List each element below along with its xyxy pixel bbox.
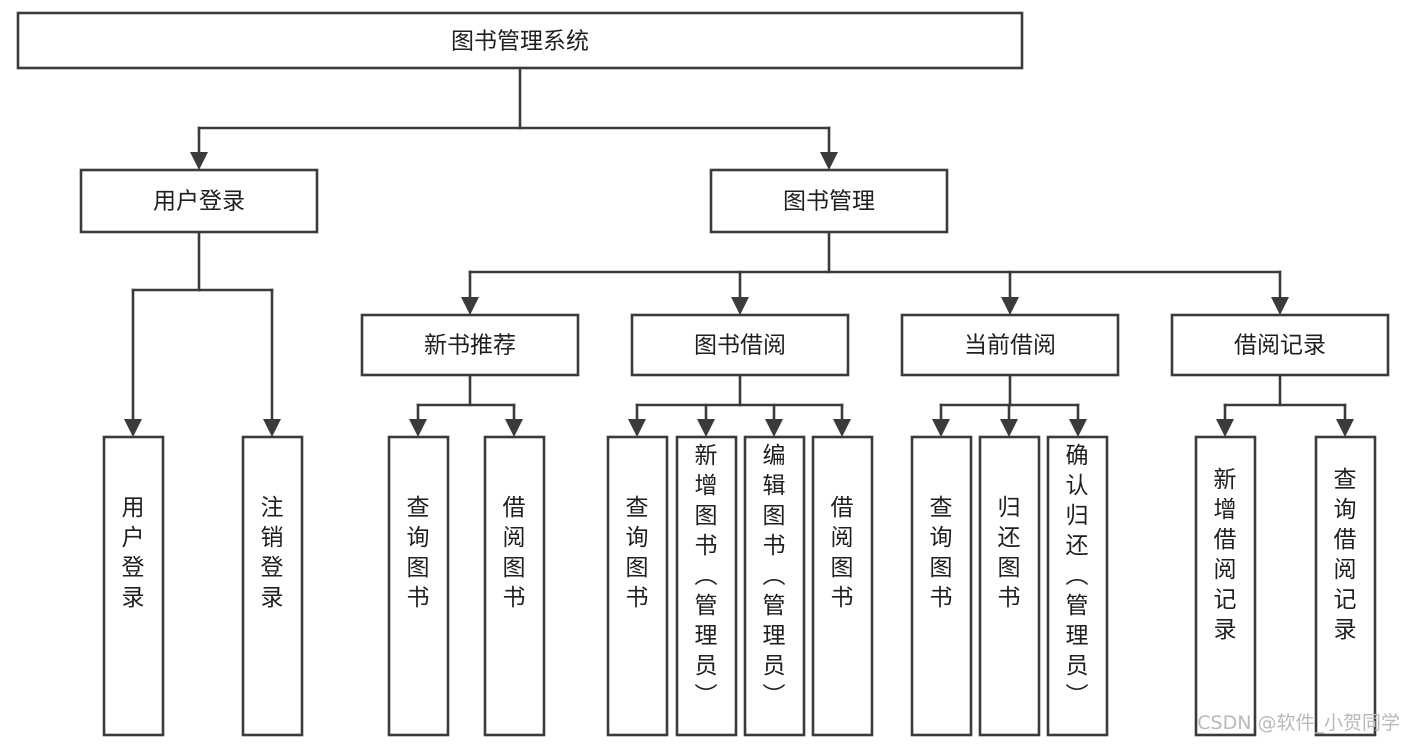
node-user-login-label: 用户登录 <box>153 189 245 215</box>
leaf-book-borrow-2-box[interactable] <box>675 435 738 737</box>
node-book-manage-label: 图书管理 <box>783 189 875 215</box>
node-book-borrow-box[interactable] <box>630 313 850 377</box>
leaf-current-borrow-2[interactable]: 归还图书 <box>978 435 1041 737</box>
arrowhead-book-borrow-leaf-1 <box>628 419 646 437</box>
leaf-current-borrow-1[interactable]: 查询图书 <box>910 435 973 737</box>
leaf-book-borrow-1-label: 查询图书 <box>626 495 649 611</box>
node-root-system[interactable]: 图书管理系统 <box>16 11 1024 70</box>
leaf-borrow-record-1-label: 新增借阅记录 <box>1214 467 1237 643</box>
leaf-new-book-1-box[interactable] <box>387 435 450 737</box>
connector-group-book-borrow <box>628 373 851 437</box>
node-user-login[interactable]: 用户登录 <box>79 168 319 234</box>
leaf-current-borrow-3-label: 确认归还︵管理员︶ <box>1066 443 1089 709</box>
connector-group-book-manage <box>461 230 1289 315</box>
node-book-borrow-label: 图书借阅 <box>694 333 786 359</box>
leaf-current-borrow-3[interactable]: 确认归还︵管理员︶ <box>1046 435 1109 737</box>
node-current-borrow-label: 当前借阅 <box>964 333 1056 359</box>
node-current-borrow-box[interactable] <box>900 313 1120 377</box>
arrowhead-book-manage <box>820 152 838 170</box>
connector-group-borrow-record <box>1216 373 1354 437</box>
leaf-book-borrow-2-label: 新增图书︵管理员︶ <box>695 443 718 709</box>
connector-group-new-book <box>409 373 523 437</box>
arrowhead-current-borrow-leaf-2 <box>1000 419 1018 437</box>
node-new-book-recommend-box[interactable] <box>360 313 580 377</box>
arrowhead-user-login-leaf-1 <box>124 419 142 437</box>
leaf-current-borrow-3-box[interactable] <box>1046 435 1109 737</box>
leaf-current-borrow-2-box[interactable] <box>978 435 1041 737</box>
arrowhead-new-book <box>461 297 479 315</box>
node-new-book-recommend-label: 新书推荐 <box>424 333 516 359</box>
arrowhead-user-login-leaf-2 <box>263 419 281 437</box>
arrowhead-book-borrow-leaf-2 <box>697 419 715 437</box>
leaf-book-borrow-1-box[interactable] <box>606 435 669 737</box>
leaf-book-borrow-3[interactable]: 编辑图书︵管理员︶ <box>743 435 806 737</box>
leaf-new-book-2-box[interactable] <box>483 435 546 737</box>
node-root-system-box[interactable] <box>16 11 1024 70</box>
leaf-current-borrow-1-box[interactable] <box>910 435 973 737</box>
node-borrow-record[interactable]: 借阅记录 <box>1170 313 1390 377</box>
leaf-borrow-record-2-label: 查询借阅记录 <box>1334 467 1357 643</box>
leaf-book-borrow-3-box[interactable] <box>743 435 806 737</box>
arrowhead-borrow-record-leaf-1 <box>1216 419 1234 437</box>
connector-group-root <box>190 66 838 170</box>
arrowhead-current-borrow <box>1001 297 1019 315</box>
connector-group-current-borrow <box>932 373 1087 437</box>
arrowhead-book-borrow <box>731 297 749 315</box>
node-user-login-box[interactable] <box>79 168 319 234</box>
leaf-borrow-record-2[interactable]: 查询借阅记录 <box>1314 435 1377 737</box>
leaf-user-login-1-box[interactable] <box>102 435 165 737</box>
arrowhead-user-login <box>190 152 208 170</box>
arrowhead-new-book-leaf-2 <box>505 419 523 437</box>
leaf-current-borrow-2-label: 归还图书 <box>998 495 1021 611</box>
leaf-borrow-record-1[interactable]: 新增借阅记录 <box>1194 435 1257 737</box>
node-current-borrow[interactable]: 当前借阅 <box>900 313 1120 377</box>
node-borrow-record-label: 借阅记录 <box>1234 333 1326 359</box>
arrowhead-borrow-record <box>1271 297 1289 315</box>
leaf-new-book-2[interactable]: 借阅图书 <box>483 435 546 737</box>
leaf-user-login-2[interactable]: 注销登录 <box>241 435 304 737</box>
node-root-system-label: 图书管理系统 <box>451 29 589 55</box>
leaf-user-login-2-box[interactable] <box>241 435 304 737</box>
connector-group-user-login <box>124 230 281 437</box>
arrowhead-current-borrow-leaf-1 <box>932 419 950 437</box>
csdn-watermark: CSDN @软件_小贺同学 <box>1197 712 1400 734</box>
arrowhead-current-borrow-leaf-3 <box>1069 419 1087 437</box>
leaf-new-book-1[interactable]: 查询图书 <box>387 435 450 737</box>
arrowhead-book-borrow-leaf-4 <box>833 419 851 437</box>
leaf-book-borrow-1[interactable]: 查询图书 <box>606 435 669 737</box>
leaf-book-borrow-4-label: 借阅图书 <box>831 495 854 611</box>
node-book-manage-box[interactable] <box>709 168 949 234</box>
arrowhead-borrow-record-leaf-2 <box>1336 419 1354 437</box>
leaf-new-book-2-label: 借阅图书 <box>503 495 526 611</box>
node-book-manage[interactable]: 图书管理 <box>709 168 949 234</box>
arrowhead-new-book-leaf-1 <box>409 419 427 437</box>
arrowhead-book-borrow-leaf-3 <box>765 419 783 437</box>
leaf-borrow-record-1-box[interactable] <box>1194 435 1257 737</box>
leaf-new-book-1-label: 查询图书 <box>407 495 430 611</box>
leaf-borrow-record-2-box[interactable] <box>1314 435 1377 737</box>
node-borrow-record-box[interactable] <box>1170 313 1390 377</box>
leaf-book-borrow-4[interactable]: 借阅图书 <box>811 435 874 737</box>
leaf-user-login-1-label: 用户登录 <box>122 495 145 611</box>
leaf-book-borrow-3-label: 编辑图书︵管理员︶ <box>763 443 786 709</box>
leaf-book-borrow-4-box[interactable] <box>811 435 874 737</box>
leaf-user-login-2-label: 注销登录 <box>261 495 284 611</box>
leaf-book-borrow-2[interactable]: 新增图书︵管理员︶ <box>675 435 738 737</box>
leaf-current-borrow-1-label: 查询图书 <box>930 495 953 611</box>
node-book-borrow[interactable]: 图书借阅 <box>630 313 850 377</box>
node-new-book-recommend[interactable]: 新书推荐 <box>360 313 580 377</box>
leaf-user-login-1[interactable]: 用户登录 <box>102 435 165 737</box>
